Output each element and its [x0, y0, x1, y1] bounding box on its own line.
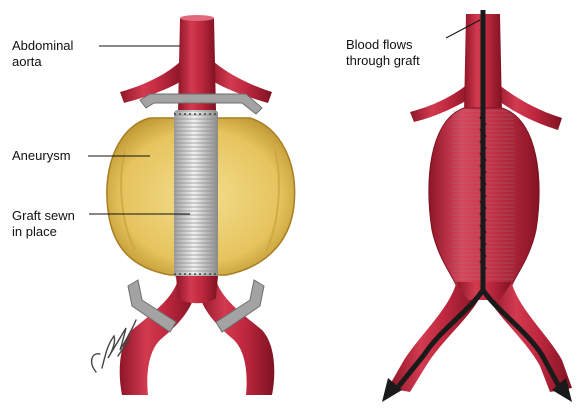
- flow-arrow-right: [552, 378, 572, 402]
- right-iliac-artery: [198, 280, 275, 395]
- bottom-left-clamp: [127, 279, 177, 333]
- left-renal-artery: [120, 62, 186, 103]
- label-aneurysm: Aneurysm: [12, 148, 71, 163]
- flow-arrow-left: [382, 378, 402, 402]
- abdominal-aorta: [178, 18, 216, 112]
- leader-line-flow: [445, 19, 481, 39]
- left-illustration: [88, 15, 296, 395]
- left-iliac-artery: [119, 280, 196, 395]
- top-clamp: [139, 93, 263, 115]
- artist-signature: [90, 319, 137, 373]
- right-fig-left-renal-artery: [410, 84, 474, 122]
- label-blood-flows: Blood flows through graft: [346, 37, 420, 68]
- right-fig-right-renal-artery: [492, 84, 562, 130]
- right-illustration: [382, 10, 572, 402]
- label-graft-sewn: Graft sewn in place: [12, 208, 75, 239]
- right-renal-artery: [208, 62, 272, 103]
- label-abdominal-aorta: Abdominal aorta: [12, 38, 74, 69]
- bottom-right-clamp: [215, 279, 265, 333]
